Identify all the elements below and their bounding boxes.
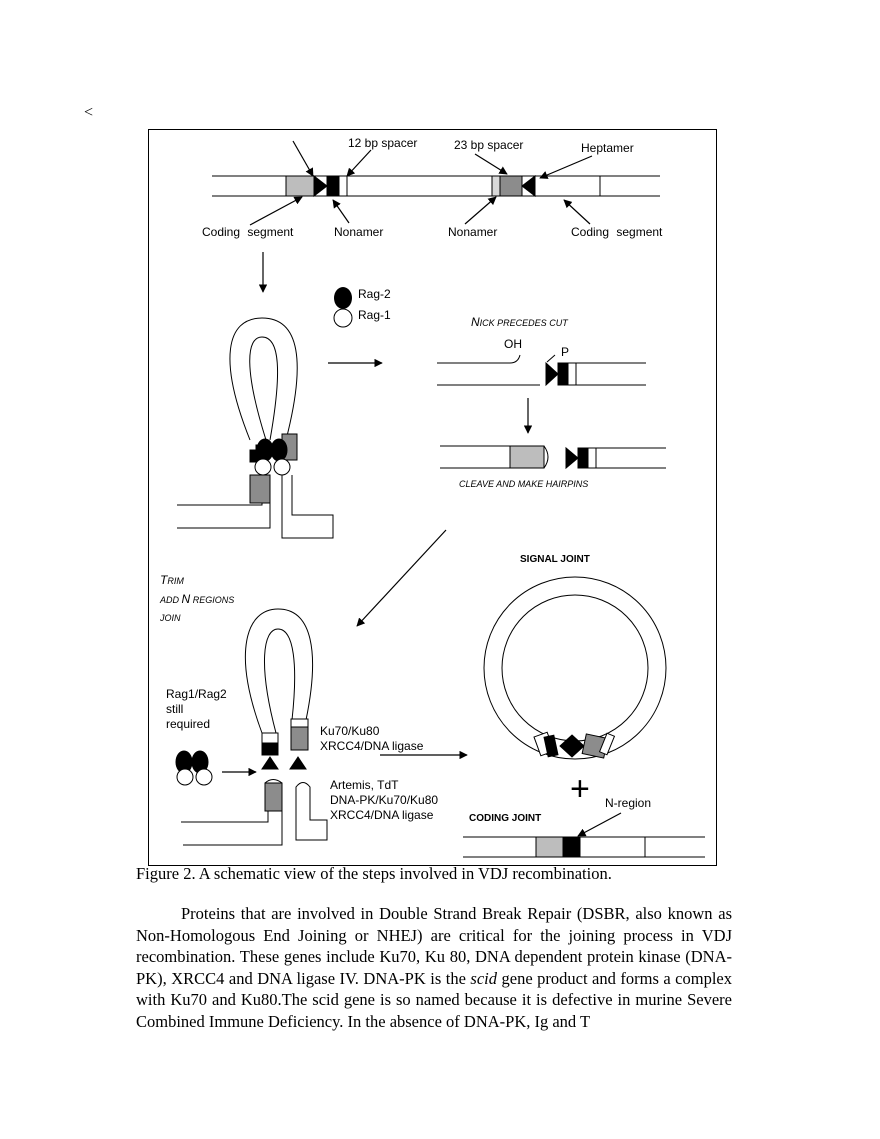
label-rag-required-2: still (166, 702, 183, 716)
label-join: JOIN (159, 613, 181, 623)
body-paragraph: Proteins that are involved in Double Str… (136, 903, 732, 1033)
label-oh: OH (504, 337, 522, 351)
label-nonamer-right: Nonamer (448, 225, 497, 239)
label-n-region: N-region (605, 796, 651, 810)
plus-sign: + (570, 770, 590, 808)
label-artemis-1: Artemis, TdT (330, 778, 399, 792)
label-trim: TRIM (160, 573, 184, 587)
figure-caption: Figure 2. A schematic view of the steps … (136, 864, 612, 883)
label-coding-segment-left: Coding segment (202, 225, 294, 239)
nicked-dna (437, 354, 646, 387)
germline-arrows (249, 140, 593, 226)
stray-mark: < (84, 104, 94, 121)
label-12bp-spacer: 12 bp spacer (348, 136, 417, 150)
post-cleavage-loop (181, 608, 328, 846)
rag-complex-icon (175, 750, 213, 786)
synaptic-loop (177, 317, 334, 539)
rag-legend: Rag-2 Rag-1 (333, 287, 391, 328)
rag1-icon (333, 308, 353, 328)
label-add-n-regions: ADD N REGIONS (159, 592, 234, 606)
label-rag-required-3: required (166, 717, 210, 731)
label-heptamer: Heptamer (581, 141, 634, 155)
rag2-icon (334, 287, 352, 309)
coding-joint-dna (463, 836, 705, 858)
paragraph-text-1: Proteins that are involved in Double Str… (136, 904, 732, 988)
paragraph-text-2: gene product and forms a complex with Ku… (136, 968, 732, 1031)
label-nick-precedes-cut: NICK PRECEDES CUT (471, 315, 569, 329)
label-rag2: Rag-2 (358, 287, 391, 301)
label-coding-segment-right: Coding segment (571, 225, 663, 239)
hairpin-dna (440, 445, 666, 470)
germline-dna (212, 174, 660, 198)
label-p: P (561, 345, 569, 359)
figure-frame (148, 129, 717, 866)
label-cleave: CLEAVE AND MAKE HAIRPINS (459, 479, 588, 489)
diagonal-arrow (356, 529, 447, 627)
label-coding-joint: CODING JOINT (469, 813, 541, 824)
n-region-arrow (577, 812, 622, 837)
signal-joint-circle (483, 576, 667, 760)
label-signal-joint: SIGNAL JOINT (520, 554, 590, 565)
label-rag1: Rag-1 (358, 308, 391, 322)
label-23bp-spacer: 23 bp spacer (454, 138, 523, 152)
label-ku-2: XRCC4/DNA ligase (320, 739, 424, 753)
label-artemis-3: XRCC4/DNA ligase (330, 808, 434, 822)
label-nonamer-left: Nonamer (334, 225, 383, 239)
label-artemis-2: DNA-PK/Ku70/Ku80 (330, 793, 438, 807)
label-ku-1: Ku70/Ku80 (320, 724, 380, 738)
label-rag-required-1: Rag1/Rag2 (166, 687, 227, 701)
scid-italic: scid (470, 968, 498, 988)
